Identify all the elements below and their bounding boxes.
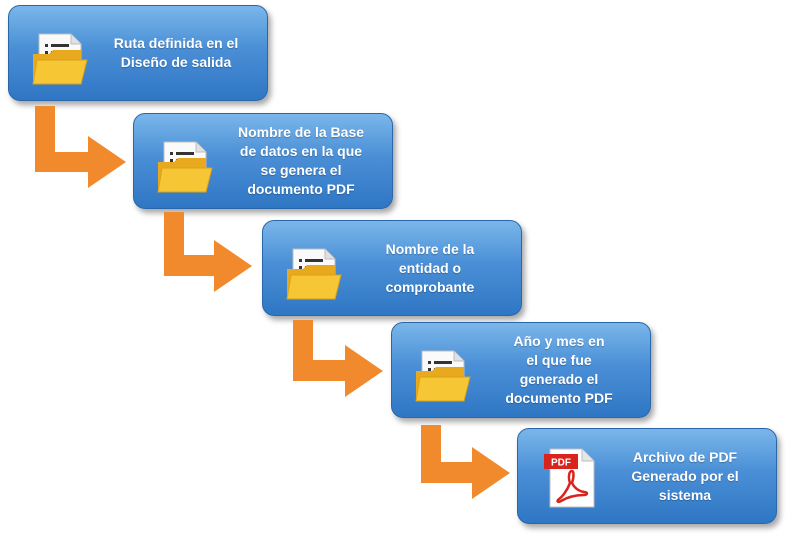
step-4-line-1: Año y mes en bbox=[513, 333, 605, 349]
pdf-badge: PDF bbox=[551, 458, 571, 469]
step-2-label: Nombre de la Base de datos en la que se … bbox=[218, 114, 384, 208]
step-5-label: Archivo de PDF Generado por el sistema bbox=[602, 429, 768, 523]
step-2-line-2: de datos en la que bbox=[239, 143, 363, 159]
step-4-label: Año y mes en el que fue generado el docu… bbox=[476, 323, 642, 417]
folder-document-icon bbox=[156, 130, 216, 194]
elbow-arrow-1 bbox=[35, 106, 126, 188]
step-2-box: Nombre de la Base de datos en la que se … bbox=[133, 113, 393, 209]
folder-document-icon bbox=[31, 22, 91, 86]
step-1-label: Ruta definida en el Diseño de salida bbox=[93, 6, 259, 100]
folder-document-icon bbox=[414, 339, 474, 403]
step-3-label: Nombre de la entidad o comprobante bbox=[347, 221, 513, 315]
elbow-arrow-4 bbox=[421, 425, 510, 499]
step-3-line-2: entidad o bbox=[398, 259, 462, 276]
step-1-line-2: Diseño de salida bbox=[120, 54, 232, 70]
step-5-line-1: Archivo de PDF bbox=[632, 448, 738, 465]
folder-document-icon bbox=[285, 237, 345, 301]
step-4-box: Año y mes en el que fue generado el docu… bbox=[391, 322, 651, 418]
elbow-arrow-3 bbox=[293, 320, 383, 397]
step-2-line-1: Nombre de la Base bbox=[237, 124, 365, 140]
step-2-line-3: se genera el bbox=[260, 162, 342, 178]
pdf-file-icon: PDF bbox=[540, 445, 600, 509]
step-5-line-3: sistema bbox=[658, 486, 712, 503]
elbow-arrow-2 bbox=[164, 212, 252, 292]
step-1-line-1: Ruta definida en el bbox=[113, 35, 239, 51]
step-3-line-3: comprobante bbox=[385, 278, 475, 295]
step-3-line-1: Nombre de la bbox=[385, 240, 475, 257]
step-2-line-4: documento PDF bbox=[247, 181, 355, 197]
step-4-line-4: documento PDF bbox=[505, 390, 613, 406]
step-5-box: PDF Archivo de PDF Generado por el siste… bbox=[517, 428, 777, 524]
step-3-box: Nombre de la entidad o comprobante bbox=[262, 220, 522, 316]
step-4-line-2: el que fue bbox=[526, 352, 592, 368]
step-4-line-3: generado el bbox=[519, 371, 599, 387]
step-5-line-2: Generado por el bbox=[631, 467, 739, 484]
step-1-box: Ruta definida en el Diseño de salida bbox=[8, 5, 268, 101]
